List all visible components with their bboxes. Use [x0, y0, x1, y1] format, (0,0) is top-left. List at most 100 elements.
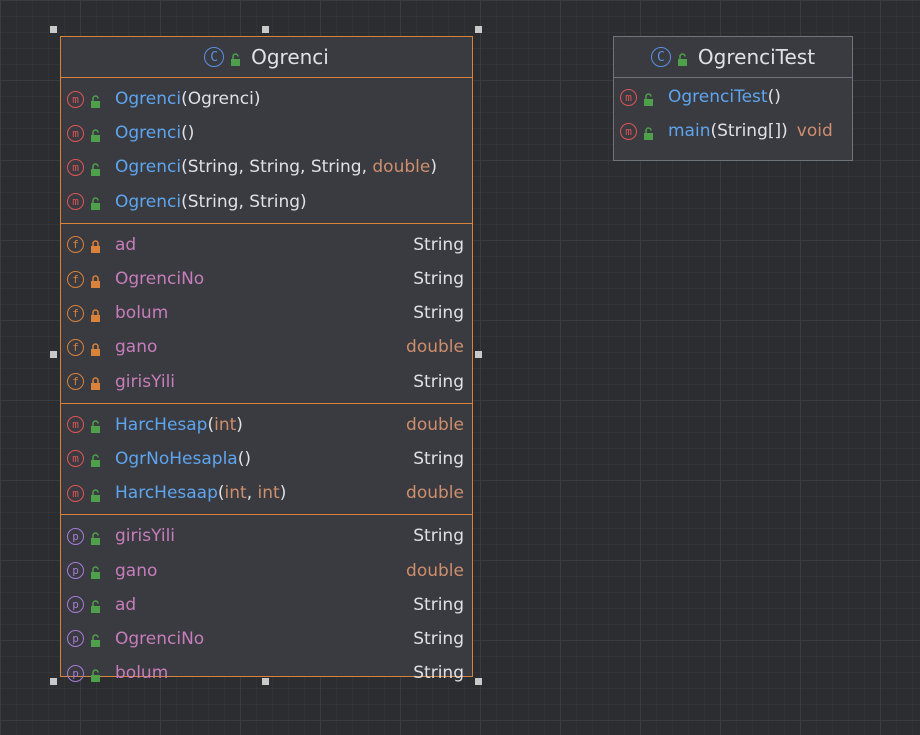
member-name: ad — [115, 234, 137, 255]
member-type: double — [406, 483, 464, 504]
member-signature: Ogrenci(Ogrenci) — [115, 89, 261, 110]
member-name: OgrenciNo — [115, 269, 205, 290]
unlocked-padlock-icon — [90, 632, 101, 648]
unlocked-padlock-icon — [90, 418, 101, 434]
param-type: int — [224, 483, 247, 504]
unlocked-padlock-icon — [90, 598, 101, 614]
param-type: int — [214, 414, 237, 435]
method-row[interactable]: m HarcHesap(int) double — [61, 408, 472, 442]
unlocked-padlock-icon — [90, 93, 101, 108]
property-icon: p — [67, 596, 84, 614]
method-icon: m — [620, 122, 637, 140]
param-type: String — [249, 191, 301, 212]
member-name: bolum — [115, 303, 169, 324]
selection-handle[interactable] — [262, 26, 269, 33]
class-title: Ogrenci — [251, 45, 329, 69]
locked-padlock-icon — [90, 307, 101, 322]
unlocked-padlock-icon — [90, 127, 101, 142]
member-type: String — [413, 448, 464, 469]
member-type: double — [406, 337, 464, 358]
unlocked-padlock-icon — [677, 51, 688, 66]
selection-handle[interactable] — [475, 351, 482, 358]
member-name: gano — [115, 560, 158, 581]
selection-handle[interactable] — [50, 351, 57, 358]
method-row[interactable]: m HarcHesaap(int, int) double — [61, 476, 472, 510]
unlocked-padlock-icon — [643, 91, 654, 106]
method-icon: m — [67, 450, 84, 468]
unlocked-padlock-icon — [90, 161, 101, 176]
unlocked-padlock-icon — [643, 125, 654, 140]
class-title: OgrenciTest — [697, 45, 816, 69]
method-icon: m — [67, 158, 84, 176]
member-name: bolum — [115, 663, 169, 684]
selection-handle[interactable] — [50, 678, 57, 685]
member-name: girisYili — [115, 371, 176, 392]
unlocked-padlock-icon — [90, 487, 101, 502]
member-type: String — [413, 269, 464, 290]
member-name: Ogrenci — [115, 157, 182, 178]
method-icon: m — [67, 193, 84, 211]
locked-padlock-icon — [90, 273, 101, 288]
member-name: Ogrenci — [115, 191, 182, 212]
selection-handle[interactable] — [262, 678, 269, 685]
member-name: main — [668, 121, 711, 142]
member-signature: HarcHesap(int) — [115, 414, 243, 435]
member-type: double — [406, 414, 464, 435]
member-signature: girisYili — [115, 372, 175, 392]
member-name: HarcHesap — [115, 414, 208, 435]
member-signature: ad — [115, 235, 136, 255]
member-signature: Ogrenci(String, String) — [115, 191, 307, 212]
param-type: String — [249, 157, 301, 178]
param-type: double — [372, 157, 431, 178]
property-icon: p — [67, 562, 84, 580]
member-name: Ogrenci — [115, 123, 182, 144]
member-name: girisYili — [115, 526, 176, 547]
selection-handle[interactable] — [475, 26, 482, 33]
member-name: Ogrenci — [115, 89, 182, 110]
unlocked-padlock-icon — [230, 51, 241, 66]
member-type: String — [413, 371, 464, 392]
selection-handle[interactable] — [475, 678, 482, 685]
field-row[interactable]: f girisYili String — [61, 365, 472, 399]
member-signature: HarcHesaap(int, int) — [115, 483, 287, 504]
property-icon: p — [67, 630, 84, 648]
member-signature: bolum — [115, 663, 168, 683]
selection-handle[interactable] — [50, 26, 57, 33]
field-icon: f — [67, 373, 84, 391]
member-signature: Ogrenci(String, String, String, double) — [115, 157, 437, 178]
method-icon: m — [67, 484, 84, 502]
class-icon: C — [650, 47, 671, 67]
member-name: OgrenciTest — [668, 87, 768, 108]
member-type: String — [413, 303, 464, 324]
class-header: C Ogrenci — [61, 37, 472, 78]
unlocked-padlock-icon — [90, 452, 101, 468]
param-type: int — [257, 483, 280, 504]
locked-padlock-icon — [90, 341, 101, 356]
member-name: OgrenciNo — [115, 628, 205, 649]
method-row[interactable]: m Ogrenci(String, String) — [61, 185, 472, 219]
method-row[interactable]: m Ogrenci(String, String, String, double) — [61, 150, 472, 184]
param-type: Ogrenci — [187, 89, 254, 110]
method-icon: m — [67, 416, 84, 434]
field-icon: f — [67, 338, 84, 356]
